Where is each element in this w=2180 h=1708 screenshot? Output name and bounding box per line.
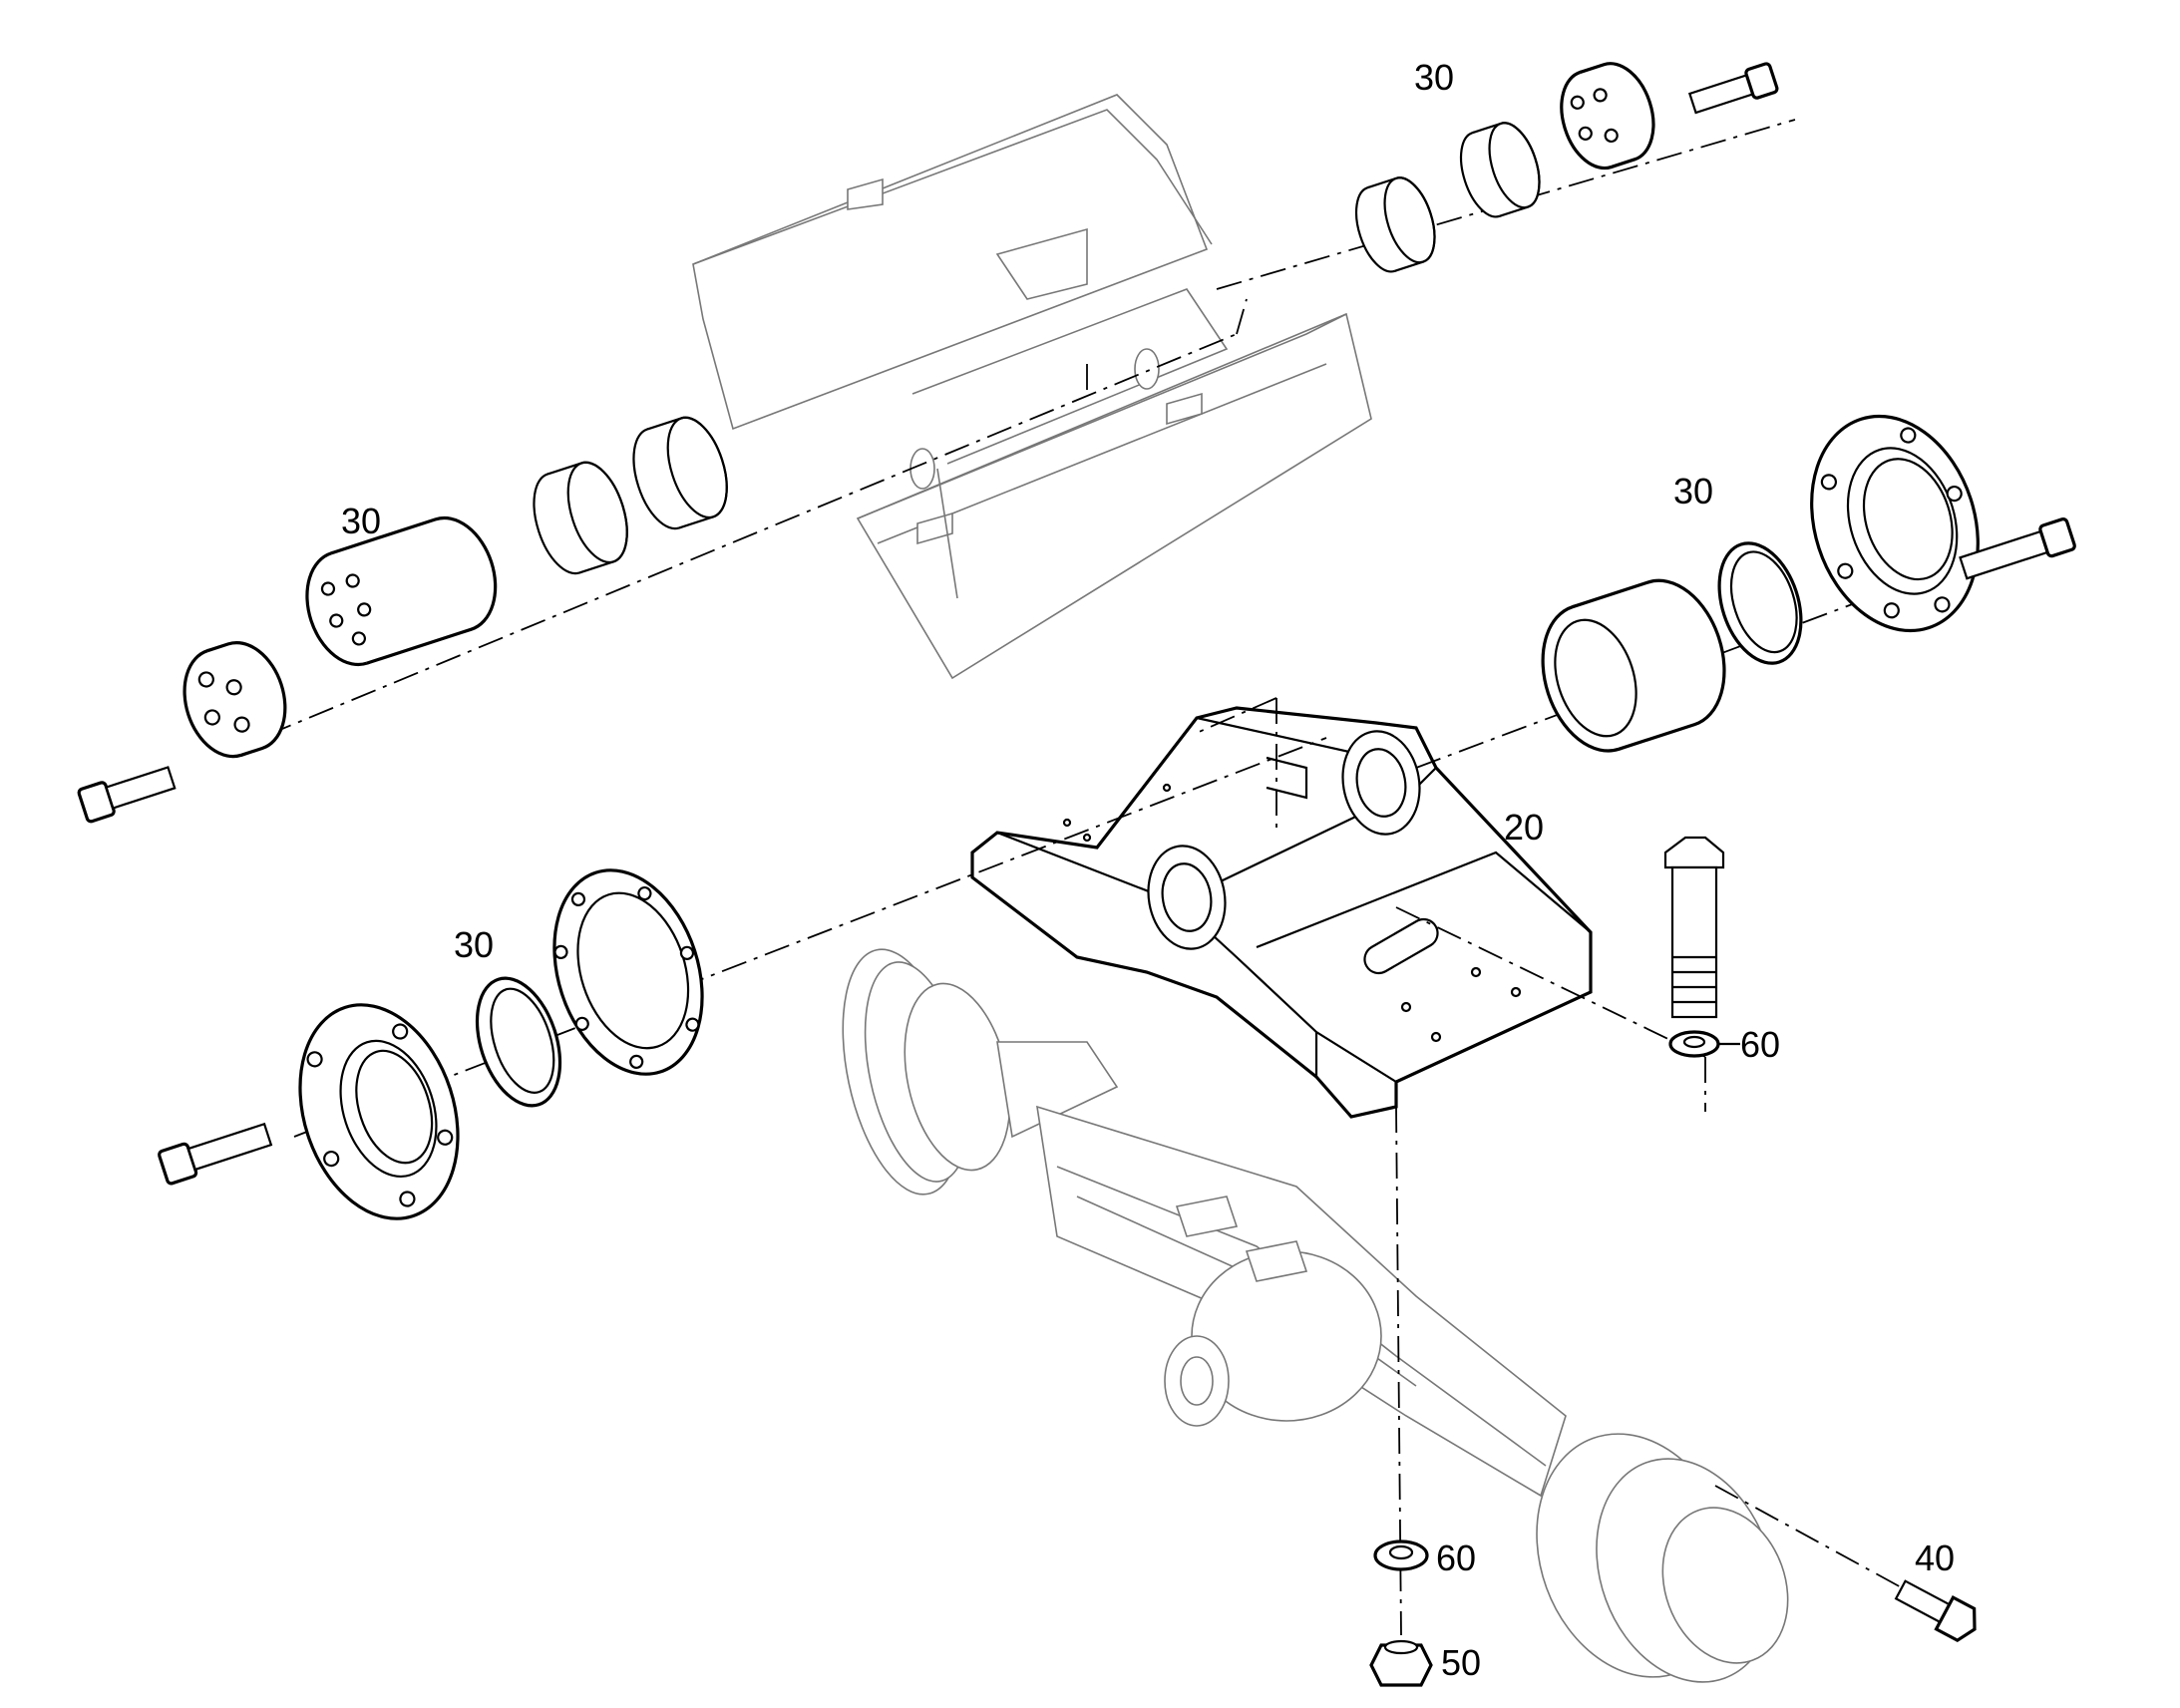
bushing-assembly-left <box>77 416 728 824</box>
callout-30-bottom-left: 30 <box>454 924 495 965</box>
bushing-assembly-right <box>1541 414 2076 753</box>
callout-30-top: 30 <box>1414 57 1455 98</box>
callout-50: 50 <box>1441 1642 1482 1683</box>
bushing-assembly-top-right <box>1354 62 1779 273</box>
callout-60-right: 60 <box>1740 1024 1781 1065</box>
washer-60-lower <box>1373 1539 1429 1571</box>
callout-40: 40 <box>1915 1537 1956 1578</box>
callout-60-bottom: 60 <box>1436 1537 1477 1578</box>
washer-60-upper <box>1668 1030 1720 1058</box>
bushing-assembly-bottom-left <box>158 868 704 1220</box>
nut-50 <box>1369 1639 1433 1687</box>
pendulum-frame-20 <box>970 706 1593 1119</box>
axle-housing-ghost <box>842 948 1789 1683</box>
vehicle-frame-ghost <box>692 94 1372 680</box>
callout-30-right: 30 <box>1673 471 1714 512</box>
bolt-40 <box>1894 1579 1977 1643</box>
mounting-hardware <box>1369 836 1977 1687</box>
callout-20: 20 <box>1504 807 1545 848</box>
callout-30-left: 30 <box>341 501 382 541</box>
vertical-bolt <box>1663 836 1725 1019</box>
